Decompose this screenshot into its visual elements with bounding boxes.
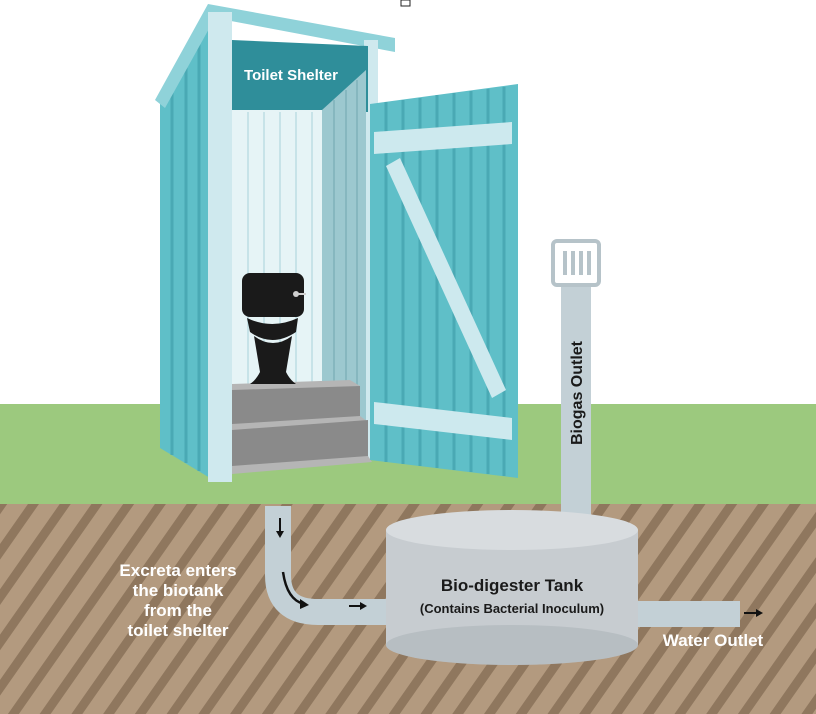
toilet-shelter-label: Toilet Shelter <box>244 67 338 84</box>
door-bottom-brace <box>374 402 512 440</box>
excreta-label-line-1: Excreta enters <box>119 561 236 580</box>
shelter-header-panel <box>232 40 368 112</box>
toilet-shelter: Toilet Shelter <box>155 4 518 482</box>
shelter-door <box>370 84 518 478</box>
excreta-label-line-4: toilet shelter <box>127 621 228 640</box>
toilet-icon <box>242 273 306 384</box>
door-top-brace <box>374 122 512 154</box>
shelter-steps <box>232 380 372 474</box>
excreta-label-line-2: the biotank <box>133 581 224 600</box>
flow-arrow-right-icon <box>349 602 367 610</box>
tank-subtitle: (Contains Bacterial Inoculum) <box>420 601 604 616</box>
marker <box>400 0 411 7</box>
flow-arrow-down-icon <box>276 518 284 538</box>
door-diagonal-brace <box>386 158 506 398</box>
flow-arrow-curve-icon <box>281 571 309 609</box>
tank-title: Bio-digester Tank <box>441 576 584 595</box>
excreta-label: Excreta enters the biotank from the toil… <box>119 561 236 640</box>
excreta-label-line-3: from the <box>144 601 212 620</box>
biogas-outlet-label: Biogas Outlet <box>569 340 586 445</box>
flow-arrow-right-icon <box>744 609 763 617</box>
inlet-pipe <box>265 506 392 625</box>
biodigester-tank: Bio-digester Tank (Contains Bacterial In… <box>386 510 638 665</box>
vent-cap-icon <box>551 239 601 287</box>
water-outlet-pipe: Water Outlet <box>628 601 764 650</box>
shelter-frame-left <box>208 12 232 482</box>
biogas-outlet-pipe: Biogas Outlet <box>551 239 601 520</box>
shelter-left-wall-planks <box>170 30 201 471</box>
shelter-roof <box>155 4 395 108</box>
water-outlet-label: Water Outlet <box>663 631 764 650</box>
